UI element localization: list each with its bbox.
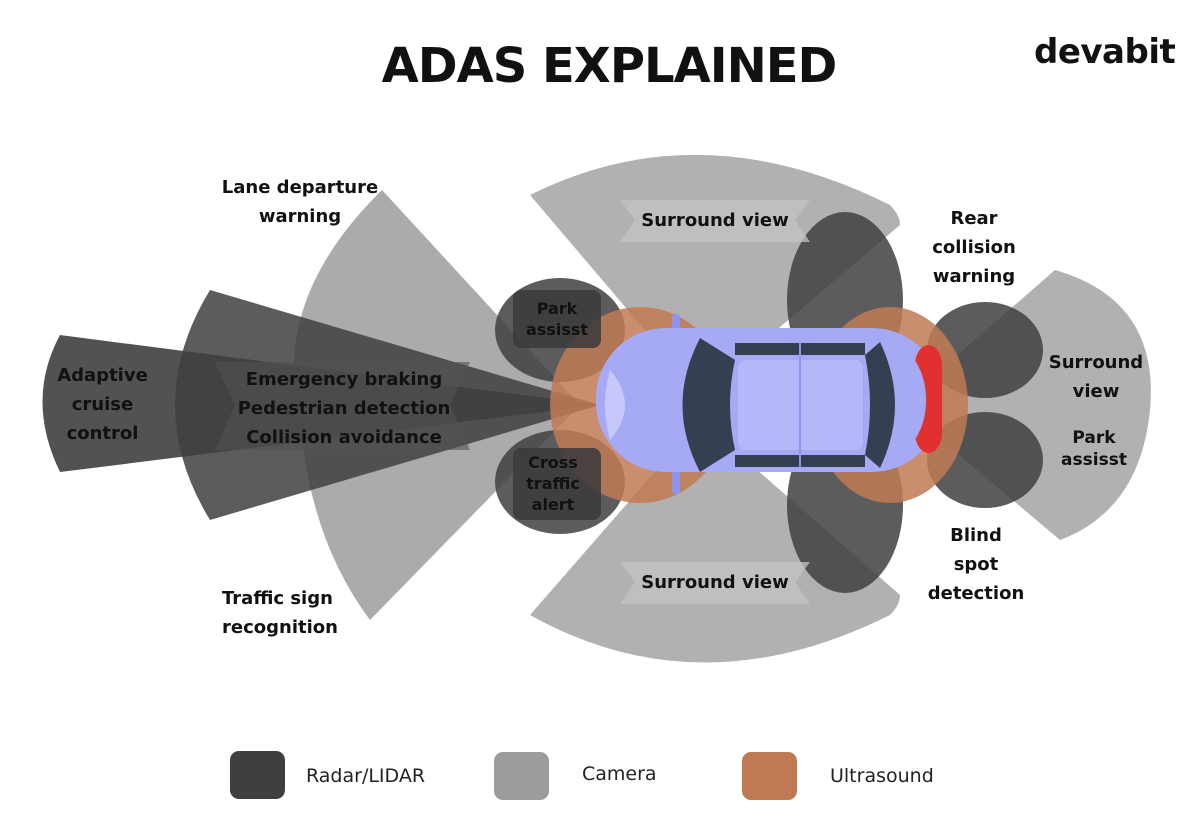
label-surround-view-rear: Surround view (1048, 352, 1144, 402)
park-assist-front-box (513, 290, 601, 348)
camera-zone-rear (900, 270, 1151, 540)
emergency-banner (215, 362, 470, 450)
surround-bottom-banner (620, 562, 810, 604)
legend-label-radar: Radar/LIDAR (306, 765, 426, 787)
label-surround-view-bottom: Surround view (641, 572, 789, 593)
label-emergency-braking: Emergency braking Pedestrian detection C… (237, 369, 451, 448)
label-park-assist-front: Park assisst (525, 299, 589, 339)
legend-swatch-ultrasound (742, 752, 797, 800)
label-blind-spot: Blind spot detection (927, 525, 1025, 604)
label-lane-departure: Lane departure warning (221, 177, 379, 227)
cross-traffic-box (513, 448, 601, 520)
legend-swatch-camera (494, 752, 549, 800)
surround-top-banner (620, 200, 810, 242)
camera-zone-surround-top (530, 154, 900, 395)
legend-swatch-radar (230, 751, 285, 799)
page-title: ADAS EXPLAINED (381, 38, 838, 94)
label-adaptive-cruise: Adaptive cruise control (57, 365, 148, 444)
label-park-assist-rear: Park assisst (1061, 428, 1127, 470)
label-traffic-sign: Traffic sign recognition (222, 588, 338, 638)
label-rear-collision: Rear collision warning (932, 208, 1016, 287)
brand-logo: devabit (1034, 32, 1176, 72)
legend-label-camera: Camera (582, 763, 657, 785)
legend-label-ultrasound: Ultrasound (830, 765, 934, 787)
label-cross-traffic: Cross traffic alert (526, 453, 580, 514)
car-illustration (596, 314, 942, 494)
label-surround-view-top: Surround view (641, 210, 789, 231)
